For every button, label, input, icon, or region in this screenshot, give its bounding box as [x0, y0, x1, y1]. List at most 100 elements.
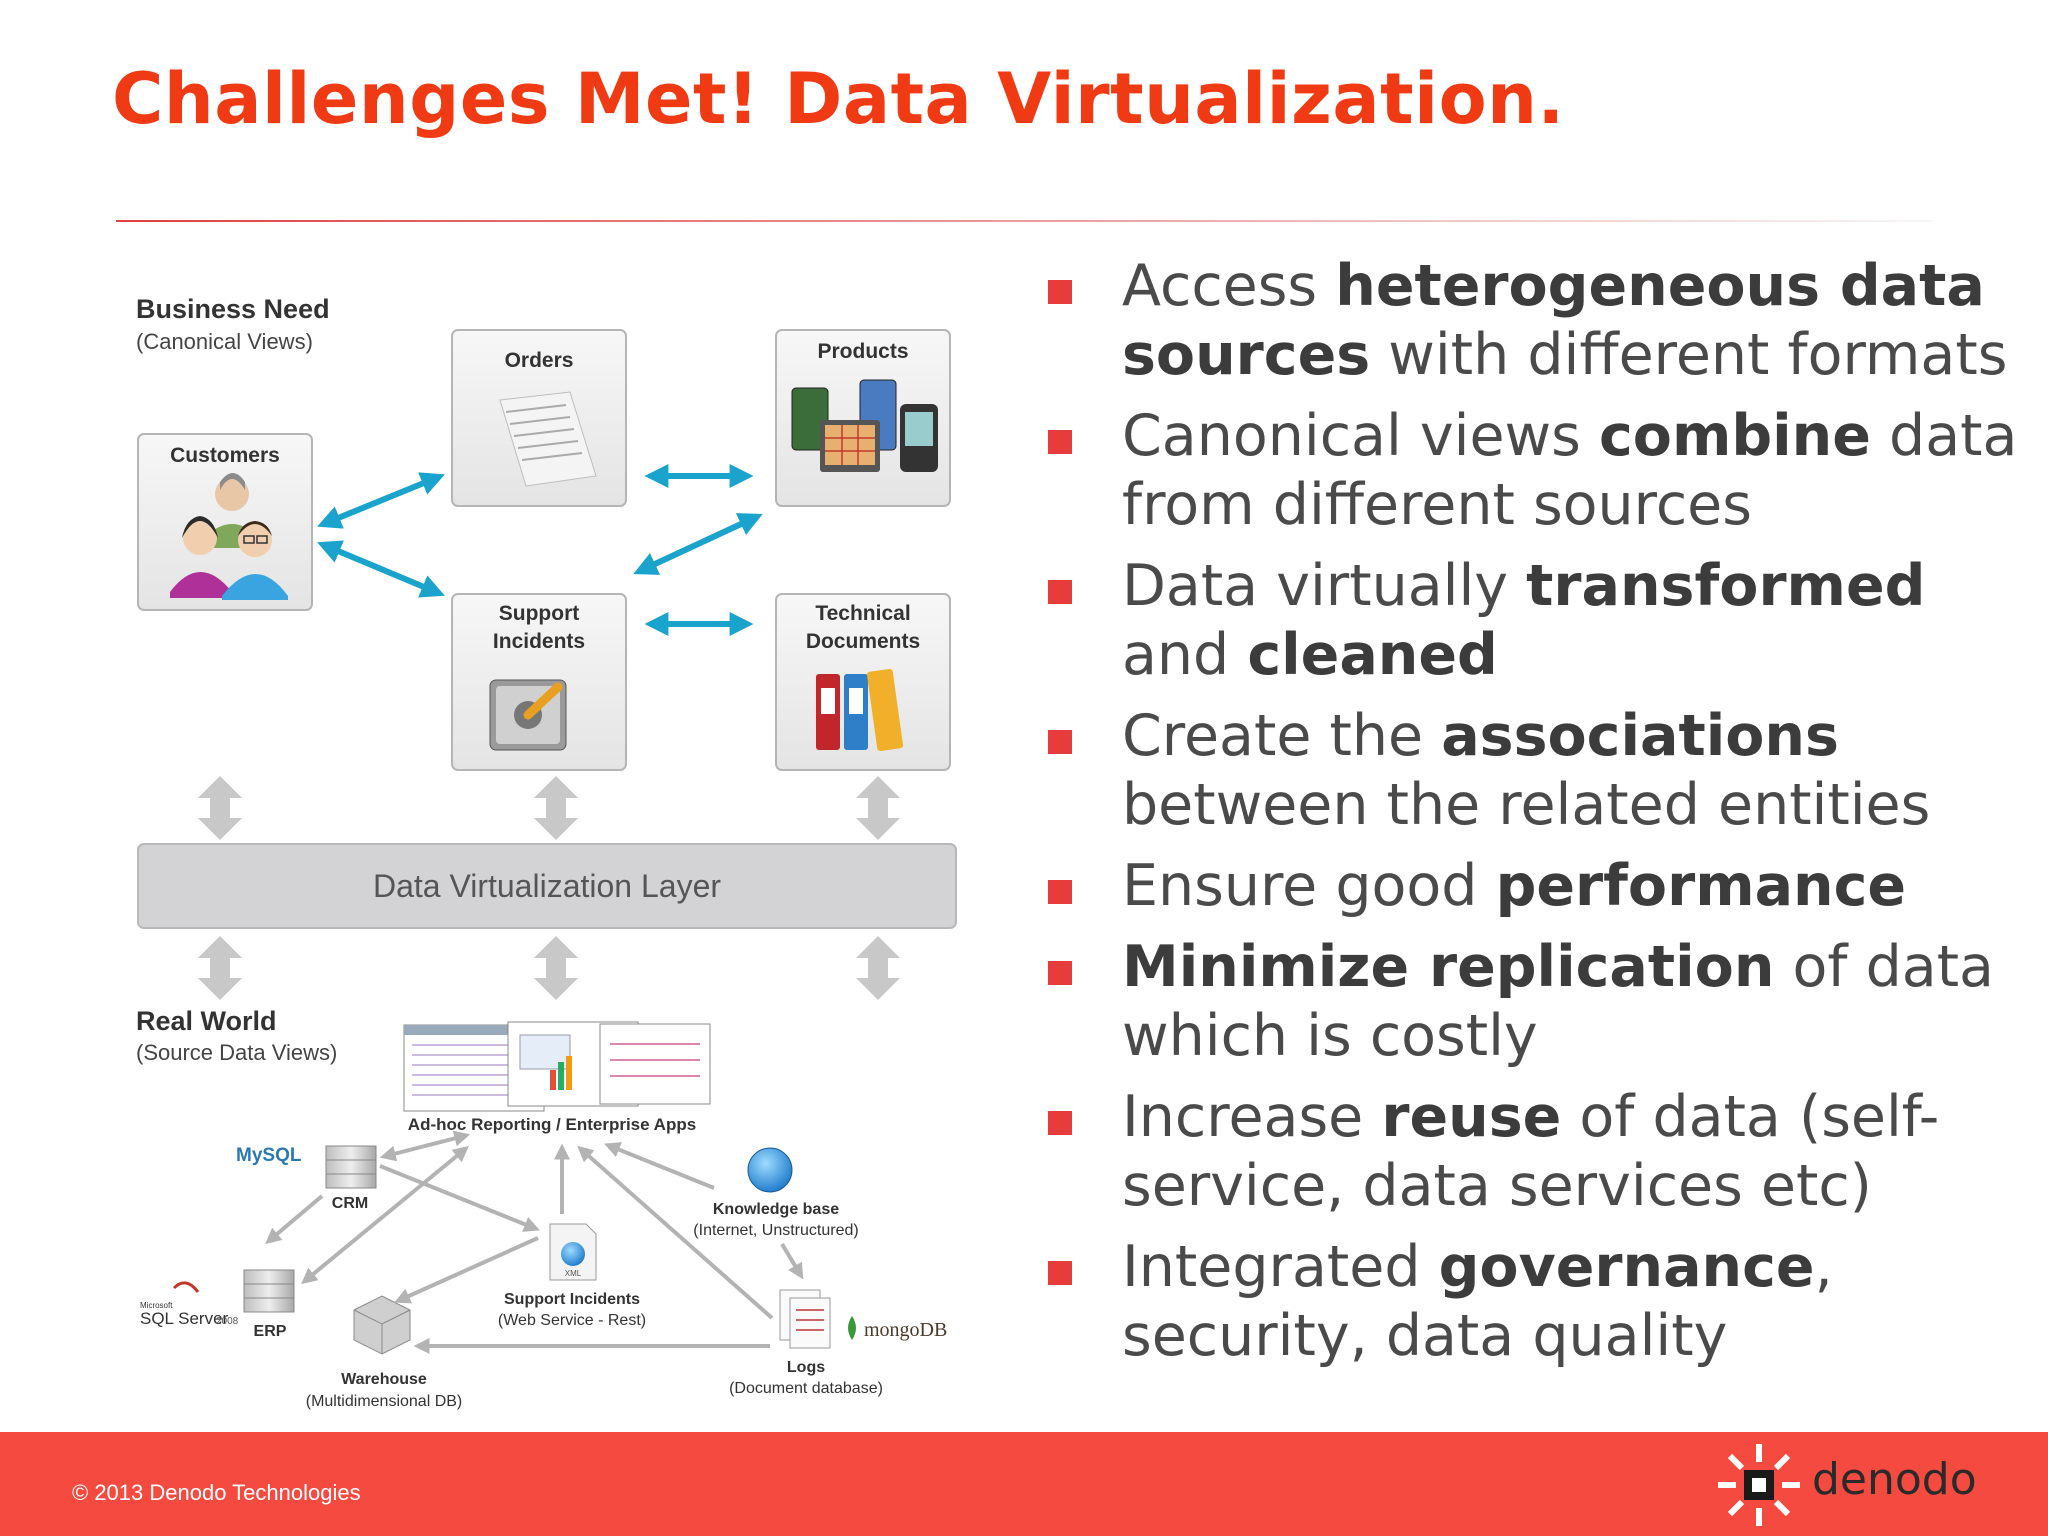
bullet-marker-icon: [1048, 280, 1072, 304]
denodo-logo: denodo: [1714, 1440, 2014, 1530]
source-connection-arrows: [265, 1130, 804, 1354]
technical-label-line2: Documents: [806, 630, 920, 653]
support-incidents-view-box: Support Incidents: [451, 593, 627, 771]
bullet-marker-icon: [1048, 730, 1072, 754]
real-world-title: Real World: [136, 1006, 277, 1036]
slide-title: Challenges Met! Data Virtualization.: [112, 58, 1565, 140]
bullet-item: Access heterogeneous data sources with d…: [1048, 252, 2038, 390]
bullet-emphasis: reuse: [1381, 1084, 1562, 1150]
svg-text:SQL Server: SQL Server: [140, 1309, 229, 1328]
svg-text:2008: 2008: [216, 1316, 239, 1327]
adhoc-reporting-label: Ad-hoc Reporting / Enterprise Apps: [408, 1115, 696, 1134]
bullet-item: Integrated governance, security, data qu…: [1048, 1233, 2038, 1371]
layer-label: Data Virtualization Layer: [373, 868, 721, 904]
data-virtualization-layer: Data Virtualization Layer: [137, 843, 957, 929]
bullet-marker-icon: [1048, 880, 1072, 904]
bullet-item: Canonical views combine data from differ…: [1048, 402, 2038, 540]
bullet-text: between the related entities: [1122, 772, 1931, 838]
bullet-marker-icon: [1048, 580, 1072, 604]
bullet-marker-icon: [1048, 1111, 1072, 1135]
bullet-text: Increase: [1122, 1084, 1382, 1150]
bullet-text: Ensure good: [1122, 853, 1496, 919]
binders-icon: [816, 668, 904, 752]
erp-label: ERP: [254, 1323, 287, 1340]
bullet-marker-icon: [1048, 430, 1072, 454]
mysql-logo: MySQL: [236, 1145, 302, 1166]
bullet-emphasis: governance: [1438, 1234, 1815, 1300]
logs-label: Logs: [787, 1359, 825, 1376]
bullet-text: Create the: [1122, 703, 1442, 769]
bullet-emphasis: associations: [1441, 703, 1839, 769]
bullet-text: of data (self-service, data services etc…: [1122, 1084, 1940, 1219]
erp-database-icon: [243, 1269, 295, 1313]
orders-label: Orders: [505, 349, 574, 372]
bullet-marker-icon: [1048, 1261, 1072, 1285]
business-need-title: Business Need: [136, 294, 330, 324]
data-virtualization-diagram: Business Need (Canonical Views) Customer…: [136, 294, 957, 1410]
bullet-text: Data virtually: [1122, 553, 1527, 619]
products-view-box: Products: [775, 329, 951, 507]
bullet-text: Integrated: [1122, 1234, 1439, 1300]
denodo-sun-icon: [1718, 1444, 1800, 1526]
copyright-text: © 2013 Denodo Technologies: [72, 1480, 361, 1505]
knowledge-base-sublabel: (Internet, Unstructured): [693, 1222, 858, 1239]
mongodb-leaf-icon: [848, 1316, 856, 1340]
bullet-text: with different formats: [1370, 322, 2008, 388]
tools-icon: [489, 679, 567, 751]
upper-vertical-arrows: [198, 776, 900, 840]
orders-view-box: Orders: [451, 329, 627, 507]
xml-document-icon: XML: [549, 1223, 597, 1281]
bullet-item: Increase reuse of data (self-service, da…: [1048, 1083, 2038, 1221]
bullet-text: Canonical views: [1122, 403, 1599, 469]
lower-vertical-arrows: [198, 936, 900, 1000]
warehouse-label: Warehouse: [341, 1371, 427, 1388]
bullet-item: Create the associations between the rela…: [1048, 702, 2038, 840]
bullet-item: Minimize replication of data which is co…: [1048, 933, 2038, 1071]
people-icon: [170, 473, 288, 600]
bullet-marker-icon: [1048, 961, 1072, 985]
bullet-item: Data virtually transformed and cleaned: [1048, 552, 2038, 690]
logs-sublabel: (Document database): [729, 1380, 883, 1397]
bullet-text: of data which is costly: [1122, 934, 1994, 1069]
reporting-apps-icon: [403, 1021, 711, 1112]
customers-view-box: Customers: [137, 433, 313, 611]
title-divider: [116, 220, 1932, 222]
real-world-subtitle: (Source Data Views): [136, 1040, 337, 1065]
logs-documents-icon: [779, 1289, 831, 1349]
support-ws-label: Support Incidents: [504, 1291, 640, 1308]
bullet-text: data from different sources: [1122, 403, 2018, 538]
customers-label: Customers: [170, 444, 280, 467]
crm-label: CRM: [332, 1195, 368, 1212]
bullet-emphasis: combine: [1599, 403, 1871, 469]
bullet-text: , security, data quality: [1122, 1234, 1833, 1369]
technical-label-line1: Technical: [815, 602, 910, 625]
bullet-emphasis: heterogeneous data sources: [1122, 253, 1985, 388]
technical-documents-view-box: Technical Documents: [775, 593, 951, 771]
crm-database-icon: [325, 1145, 377, 1189]
footer-bar: © 2013 Denodo Technologies denodo: [0, 1432, 2048, 1536]
benefits-bullet-list: Access heterogeneous data sources with d…: [1048, 252, 2038, 1383]
bullet-text: and: [1122, 622, 1248, 688]
support-label-line1: Support: [499, 602, 579, 625]
devices-icon: [791, 379, 938, 472]
svg-text:XML: XML: [565, 1269, 582, 1278]
support-label-line2: Incidents: [493, 630, 585, 653]
warehouse-cube-icon: [353, 1295, 411, 1355]
document-icon: [499, 391, 597, 487]
svg-text:Microsoft: Microsoft: [140, 1301, 173, 1310]
support-ws-sublabel: (Web Service - Rest): [498, 1312, 646, 1329]
warehouse-sublabel: (Multidimensional DB): [306, 1393, 463, 1410]
bullet-item: Ensure good performance: [1048, 852, 2038, 921]
knowledge-base-label: Knowledge base: [713, 1201, 839, 1218]
business-need-subtitle: (Canonical Views): [136, 329, 313, 354]
entity-relation-arrows: [317, 464, 763, 636]
bullet-emphasis: cleaned: [1247, 622, 1498, 688]
products-label: Products: [817, 340, 908, 363]
sql-server-logo: Microsoft SQL Server 2008: [140, 1281, 239, 1328]
mongodb-logo: mongoDB: [864, 1319, 947, 1341]
bullet-emphasis: Minimize replication: [1122, 934, 1775, 1000]
bullet-emphasis: transformed: [1526, 553, 1926, 619]
denodo-wordmark: denodo: [1812, 1454, 1977, 1505]
bullet-emphasis: performance: [1495, 853, 1907, 919]
bullet-text: Access: [1122, 253, 1336, 319]
